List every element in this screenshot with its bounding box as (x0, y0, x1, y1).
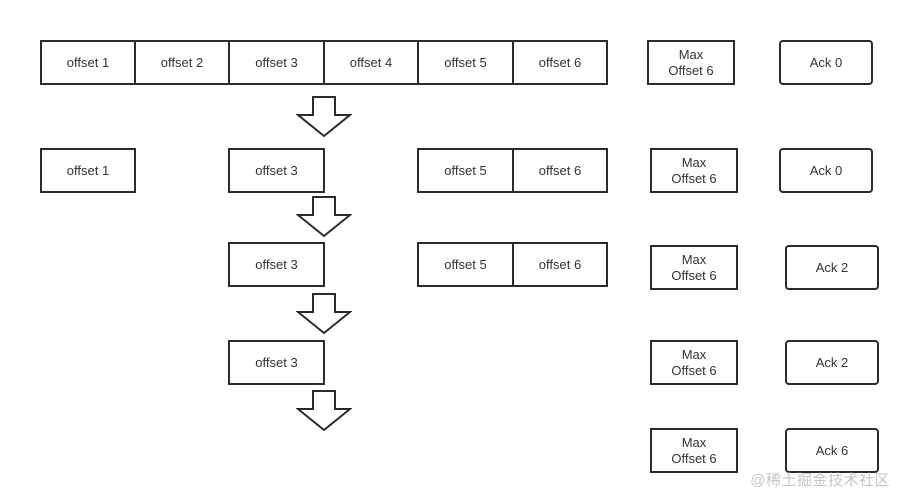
offset-box: offset 6 (512, 242, 608, 287)
max-offset-line2: Offset 6 (668, 62, 714, 78)
offset-box: offset 3 (228, 242, 325, 287)
down-arrow-icon (296, 390, 352, 432)
max-offset-line2: Offset 6 (671, 362, 717, 378)
down-arrow-icon (296, 196, 352, 238)
down-arrow-icon (296, 293, 352, 335)
offset-box: offset 1 (40, 148, 136, 193)
down-arrow-icon (296, 96, 352, 138)
max-offset-line2: Offset 6 (671, 170, 717, 186)
offset-box: offset 6 (512, 40, 608, 85)
ack-box: Ack 6 (785, 428, 879, 473)
offset-box: offset 3 (228, 148, 325, 193)
offset-box: offset 5 (417, 242, 514, 287)
offset-box: offset 3 (228, 40, 325, 85)
max-offset-line2: Offset 6 (671, 267, 717, 283)
max-offset-line1: Max (681, 251, 707, 267)
ack-box: Ack 0 (779, 40, 873, 85)
max-offset-line1: Max (678, 46, 704, 62)
offset-box: offset 5 (417, 40, 514, 85)
max-offset-box: Max Offset 6 (647, 40, 735, 85)
max-offset-box: Max Offset 6 (650, 245, 738, 290)
max-offset-box: Max Offset 6 (650, 148, 738, 193)
offset-box: offset 6 (512, 148, 608, 193)
ack-box: Ack 0 (779, 148, 873, 193)
offset-box: offset 3 (228, 340, 325, 385)
max-offset-box: Max Offset 6 (650, 340, 738, 385)
max-offset-box: Max Offset 6 (650, 428, 738, 473)
max-offset-line1: Max (681, 434, 707, 450)
max-offset-line1: Max (681, 346, 707, 362)
max-offset-line1: Max (681, 154, 707, 170)
watermark: @稀土掘金技术社区 (750, 472, 890, 489)
ack-box: Ack 2 (785, 245, 879, 290)
ack-box: Ack 2 (785, 340, 879, 385)
offset-box: offset 4 (323, 40, 419, 85)
offset-box: offset 2 (134, 40, 230, 85)
offset-box: offset 5 (417, 148, 514, 193)
max-offset-line2: Offset 6 (671, 450, 717, 466)
offset-box: offset 1 (40, 40, 136, 85)
